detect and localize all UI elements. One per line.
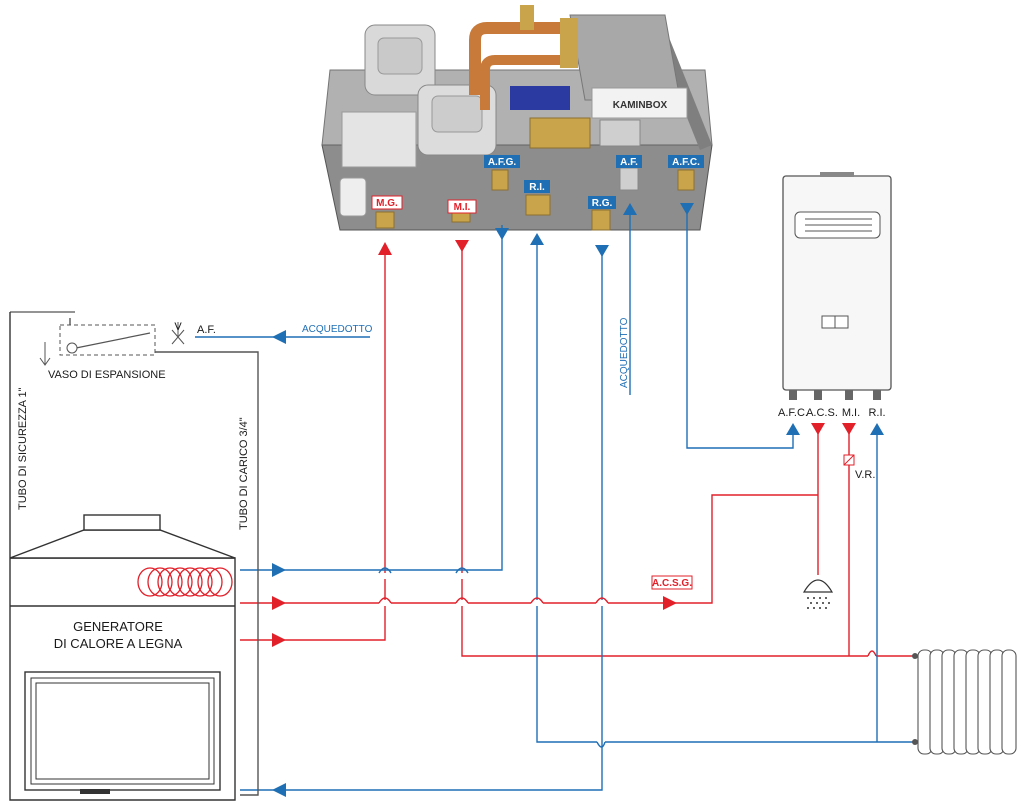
- port-tags: M.G. M.I. A.F.G. R.I. R.G. A.F. A.F.C.: [371, 155, 704, 214]
- port-tag-af: A.F.: [616, 155, 642, 168]
- shower-icon: [802, 579, 834, 609]
- kaminbox-module: KAMINBOX: [321, 5, 713, 231]
- tubo-carico-label: TUBO DI CARICO 3/4": [238, 417, 250, 530]
- wood-heat-generator: GENERATORE DI CALORE A LEGNA: [9, 312, 236, 801]
- port-tag-rg: R.G.: [588, 196, 616, 209]
- pipe-mg: [240, 245, 386, 641]
- tubo-sicurezza-label: TUBO DI SICUREZZA 1": [17, 387, 29, 510]
- copper-pipe: [469, 22, 560, 95]
- vr-valve: V.R.: [843, 454, 875, 481]
- port-label-mg: M.G.: [376, 198, 398, 209]
- port-afg-fitting: [491, 169, 509, 191]
- port-ri-fitting: [525, 194, 551, 216]
- port-tag-mg: M.G.: [371, 195, 403, 210]
- vr-label: V.R.: [855, 469, 875, 481]
- port-af-fitting: [619, 167, 639, 191]
- tubo-carico: [155, 351, 259, 796]
- heat-exchanger: [569, 14, 681, 101]
- port-label-af: A.F.: [620, 157, 638, 168]
- port-afc-fitting: [677, 169, 695, 191]
- heating-coil: [137, 567, 233, 597]
- brand-text: KAMINBOX: [613, 100, 668, 111]
- boiler-port-afc: A.F.C.: [778, 407, 808, 419]
- acsg-tag: A.C.S.G.: [651, 575, 693, 590]
- af-label: A.F.: [197, 324, 216, 336]
- radiator-icon: [912, 649, 1017, 755]
- port-tag-afg: A.F.G.: [484, 155, 520, 168]
- port-tag-ri: R.I.: [524, 180, 550, 193]
- boiler-port-acs: A.C.S.: [806, 407, 838, 419]
- expansion-vessel: V A.F. VASO DI ESPANSIONE: [10, 311, 216, 381]
- port-tag-mi: M.I.: [447, 199, 477, 214]
- pipe-network: [69, 210, 915, 796]
- port-label-mi: M.I.: [454, 202, 471, 213]
- generator-label-2: DI CALORE A LEGNA: [54, 636, 183, 651]
- acsg-label: A.C.S.G.: [652, 578, 692, 589]
- flow-arrows: [272, 203, 884, 797]
- control-box: [341, 111, 417, 168]
- port-label-ri: R.I.: [529, 182, 545, 193]
- boiler-port-ri: R.I.: [868, 407, 885, 419]
- generator-label-1: GENERATORE: [73, 619, 163, 634]
- firebox-door: [24, 671, 221, 791]
- pipe-acsg: [240, 494, 818, 604]
- wall-boiler: A.F.C. A.C.S. M.I. R.I.: [778, 172, 892, 419]
- port-rg-fitting: [591, 209, 611, 231]
- acquedotto-label-vertical: ACQUEDOTTO: [619, 317, 630, 388]
- port-label-afc: A.F.C.: [672, 157, 700, 168]
- port-tag-afc: A.F.C.: [668, 155, 704, 168]
- boiler-port-mi: M.I.: [842, 407, 860, 419]
- pipe-afg: [240, 225, 503, 571]
- port-mg-fitting: [375, 211, 395, 229]
- port-label-afg: A.F.G.: [488, 157, 517, 168]
- acquedotto-label-horizontal: ACQUEDOTTO: [302, 324, 373, 335]
- brand-badge: [591, 87, 688, 119]
- blue-valve: [510, 86, 570, 110]
- valve-label: V: [174, 321, 182, 333]
- vaso-label: VASO DI ESPANSIONE: [48, 369, 166, 381]
- port-label-rg: R.G.: [592, 198, 613, 209]
- pipe-afc: [686, 210, 794, 449]
- pipe-mi: [461, 240, 915, 657]
- pipe-rg: [240, 250, 603, 791]
